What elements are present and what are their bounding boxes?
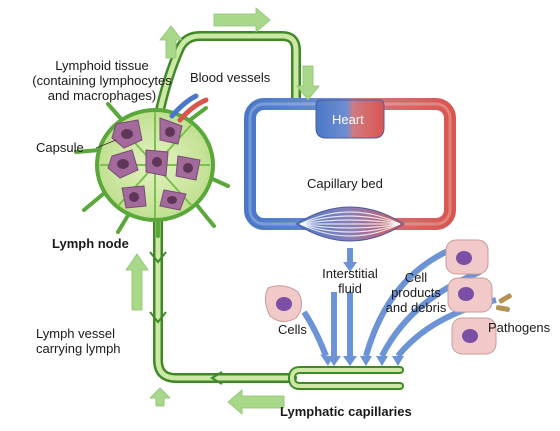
pathogens-label: Pathogens [488, 320, 551, 335]
blood-vessels-label: Blood vessels [190, 70, 271, 85]
efferent-lymph-vessel [155, 31, 301, 115]
cells-cluster-right [445, 239, 497, 355]
interstitial-fluid-arrowheads [320, 262, 404, 366]
capsule-label: Capsule [36, 140, 84, 155]
capillary-bed-label: Capillary bed [307, 176, 383, 191]
heart-label: Heart [332, 112, 364, 127]
cell-products-label: Cell products and debris [385, 270, 447, 315]
lymph-vessel-label: Lymph vessel carrying lymph [36, 326, 121, 356]
interstitial-fluid-label: Interstitial fluid [322, 266, 378, 296]
cells-label: Cells [278, 322, 307, 337]
lymphatic-capillaries-label: Lymphatic capillaries [280, 404, 412, 419]
node-blood-vessels [169, 93, 209, 123]
lymphatic-capillaries-structure [288, 366, 404, 390]
lymph-vessel [149, 210, 297, 385]
heart-shape [315, 99, 385, 139]
cells-cluster-left [264, 285, 302, 322]
pathogens-shape [495, 293, 512, 312]
capillary-bed-shape [295, 206, 405, 242]
label-leader-lines [95, 139, 117, 149]
lymph-node-label: Lymph node [52, 236, 129, 251]
lymphoid-tissue-label: Lymphoid tissue (containing lymphocytes … [32, 58, 172, 103]
lymph-flow-arrows [125, 7, 320, 415]
lymph-node [74, 102, 230, 238]
